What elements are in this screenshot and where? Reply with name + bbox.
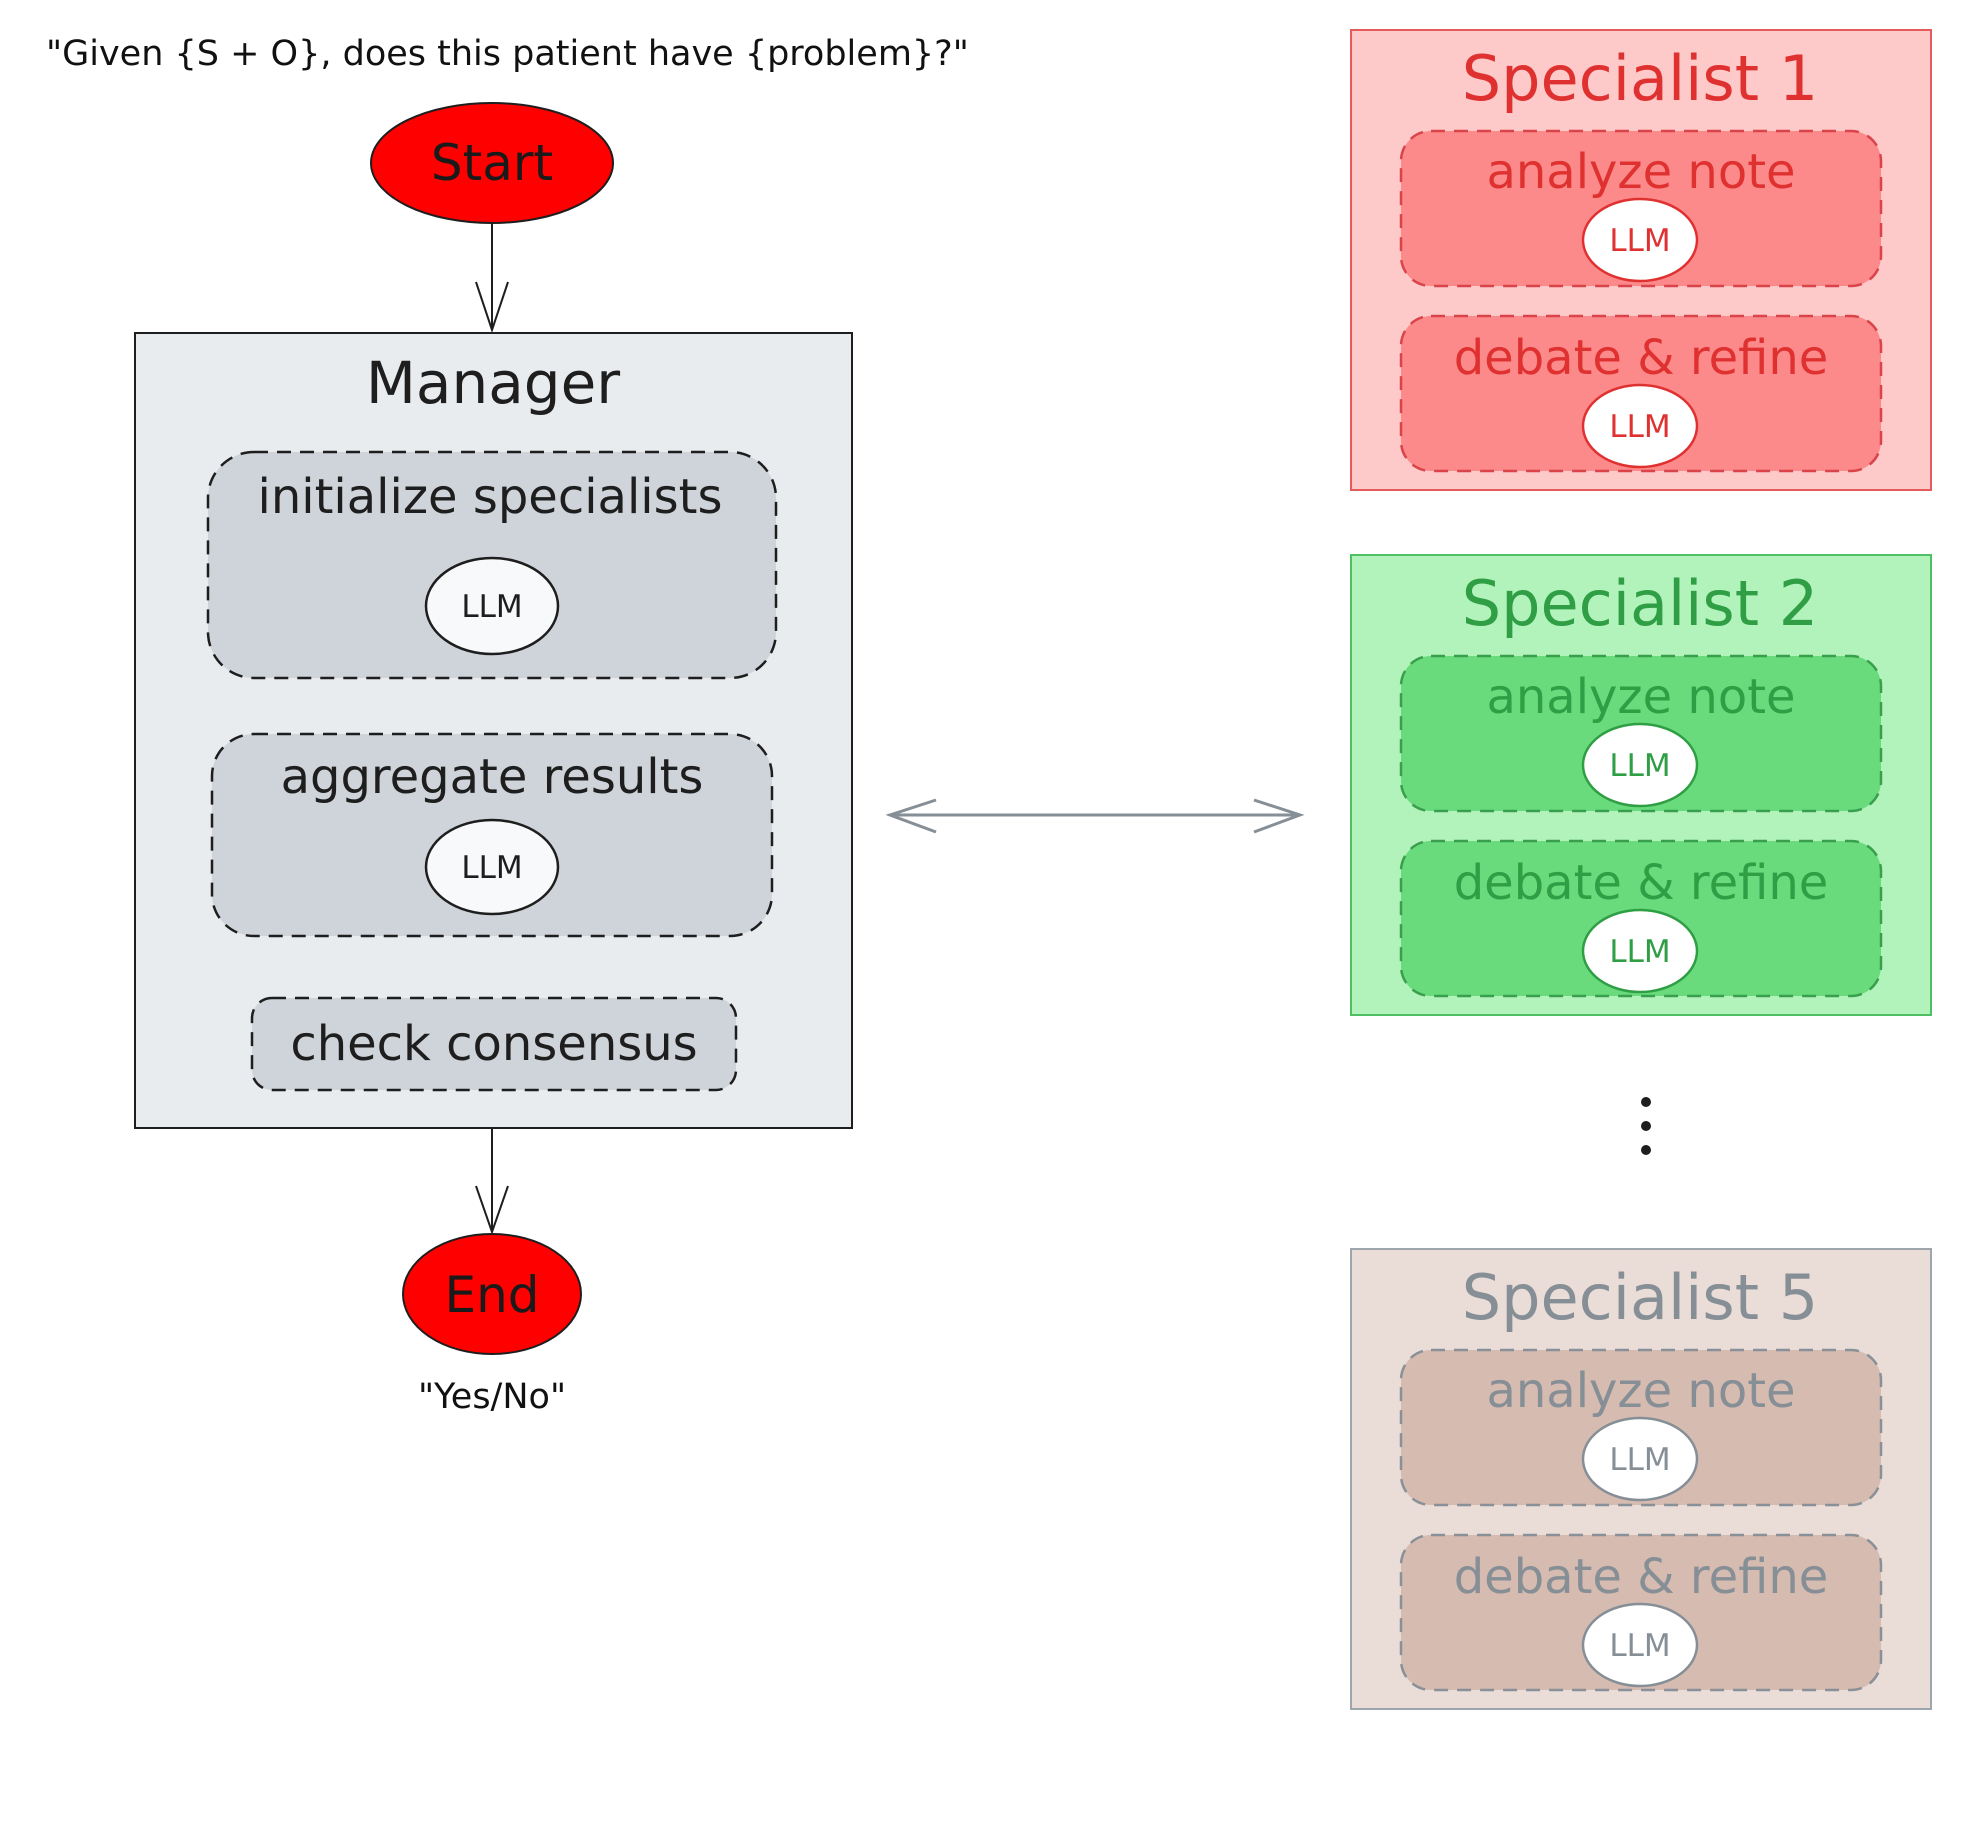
start-ellipse <box>370 102 614 224</box>
debate-refine-step: debate & refine LLM <box>1399 1533 1883 1692</box>
llm-node <box>1581 383 1699 469</box>
start-to-manager-arrow <box>475 224 509 334</box>
end-ellipse <box>402 1233 582 1355</box>
llm-node <box>1581 908 1699 994</box>
analyze-note-label: analyze note <box>1486 1363 1795 1419</box>
analyze-note-step: analyze note LLM <box>1399 654 1883 813</box>
llm-node <box>1581 1416 1699 1502</box>
analyze-note-step: analyze note LLM <box>1399 1348 1883 1507</box>
specialist-title: Specialist 1 <box>1462 42 1818 115</box>
start-label: Start <box>431 134 553 192</box>
llm-node <box>1581 722 1699 808</box>
debate-refine-step: debate & refine LLM <box>1399 314 1883 473</box>
llm-label: LLM <box>1609 409 1670 445</box>
analyze-note-label: analyze note <box>1486 144 1795 200</box>
llm-node <box>1581 1602 1699 1688</box>
answer-text: "Yes/No" <box>418 1377 566 1417</box>
llm-label: LLM <box>1609 1442 1670 1478</box>
end-label: End <box>444 1266 539 1324</box>
aggregate-results-label: aggregate results <box>281 749 704 805</box>
initialize-specialists-step: initialize specialists LLM <box>206 450 778 680</box>
initialize-specialists-label: initialize specialists <box>258 469 723 525</box>
llm-label: LLM <box>1609 748 1670 784</box>
llm-node <box>1581 197 1699 283</box>
llm-label: LLM <box>1609 934 1670 970</box>
llm-label: LLM <box>461 850 522 886</box>
debate-refine-label: debate & refine <box>1454 1549 1829 1605</box>
specialist-5-panel: Specialist 5 analyze note LLM debate & r… <box>1350 1248 1932 1710</box>
debate-refine-label: debate & refine <box>1454 330 1829 386</box>
manager-panel: Manager initialize specialists LLM aggre… <box>134 332 853 1129</box>
specialist-title: Specialist 5 <box>1462 1261 1818 1334</box>
check-consensus-label: check consensus <box>290 1016 697 1072</box>
end-node: End <box>402 1233 582 1355</box>
manager-to-end-arrow <box>475 1128 509 1236</box>
bidirectional-arrow <box>885 798 1305 834</box>
llm-label: LLM <box>1609 1628 1670 1664</box>
debate-refine-step: debate & refine LLM <box>1399 839 1883 998</box>
specialist-1-panel: Specialist 1 analyze note LLM debate & r… <box>1350 29 1932 491</box>
check-consensus-step: check consensus <box>250 996 738 1092</box>
start-node: Start <box>370 102 614 224</box>
specialist-2-panel: Specialist 2 analyze note LLM debate & r… <box>1350 554 1932 1016</box>
ellipsis-icon <box>1641 1097 1651 1155</box>
llm-label: LLM <box>461 589 522 625</box>
analyze-note-label: analyze note <box>1486 669 1795 725</box>
llm-node <box>424 556 560 656</box>
debate-refine-label: debate & refine <box>1454 855 1829 911</box>
llm-node <box>424 818 560 916</box>
llm-label: LLM <box>1609 223 1670 259</box>
specialist-title: Specialist 2 <box>1462 567 1818 640</box>
prompt-text: "Given {S + O}, does this patient have {… <box>46 34 969 74</box>
aggregate-results-step: aggregate results LLM <box>210 732 774 938</box>
manager-title: Manager <box>366 349 620 417</box>
analyze-note-step: analyze note LLM <box>1399 129 1883 288</box>
